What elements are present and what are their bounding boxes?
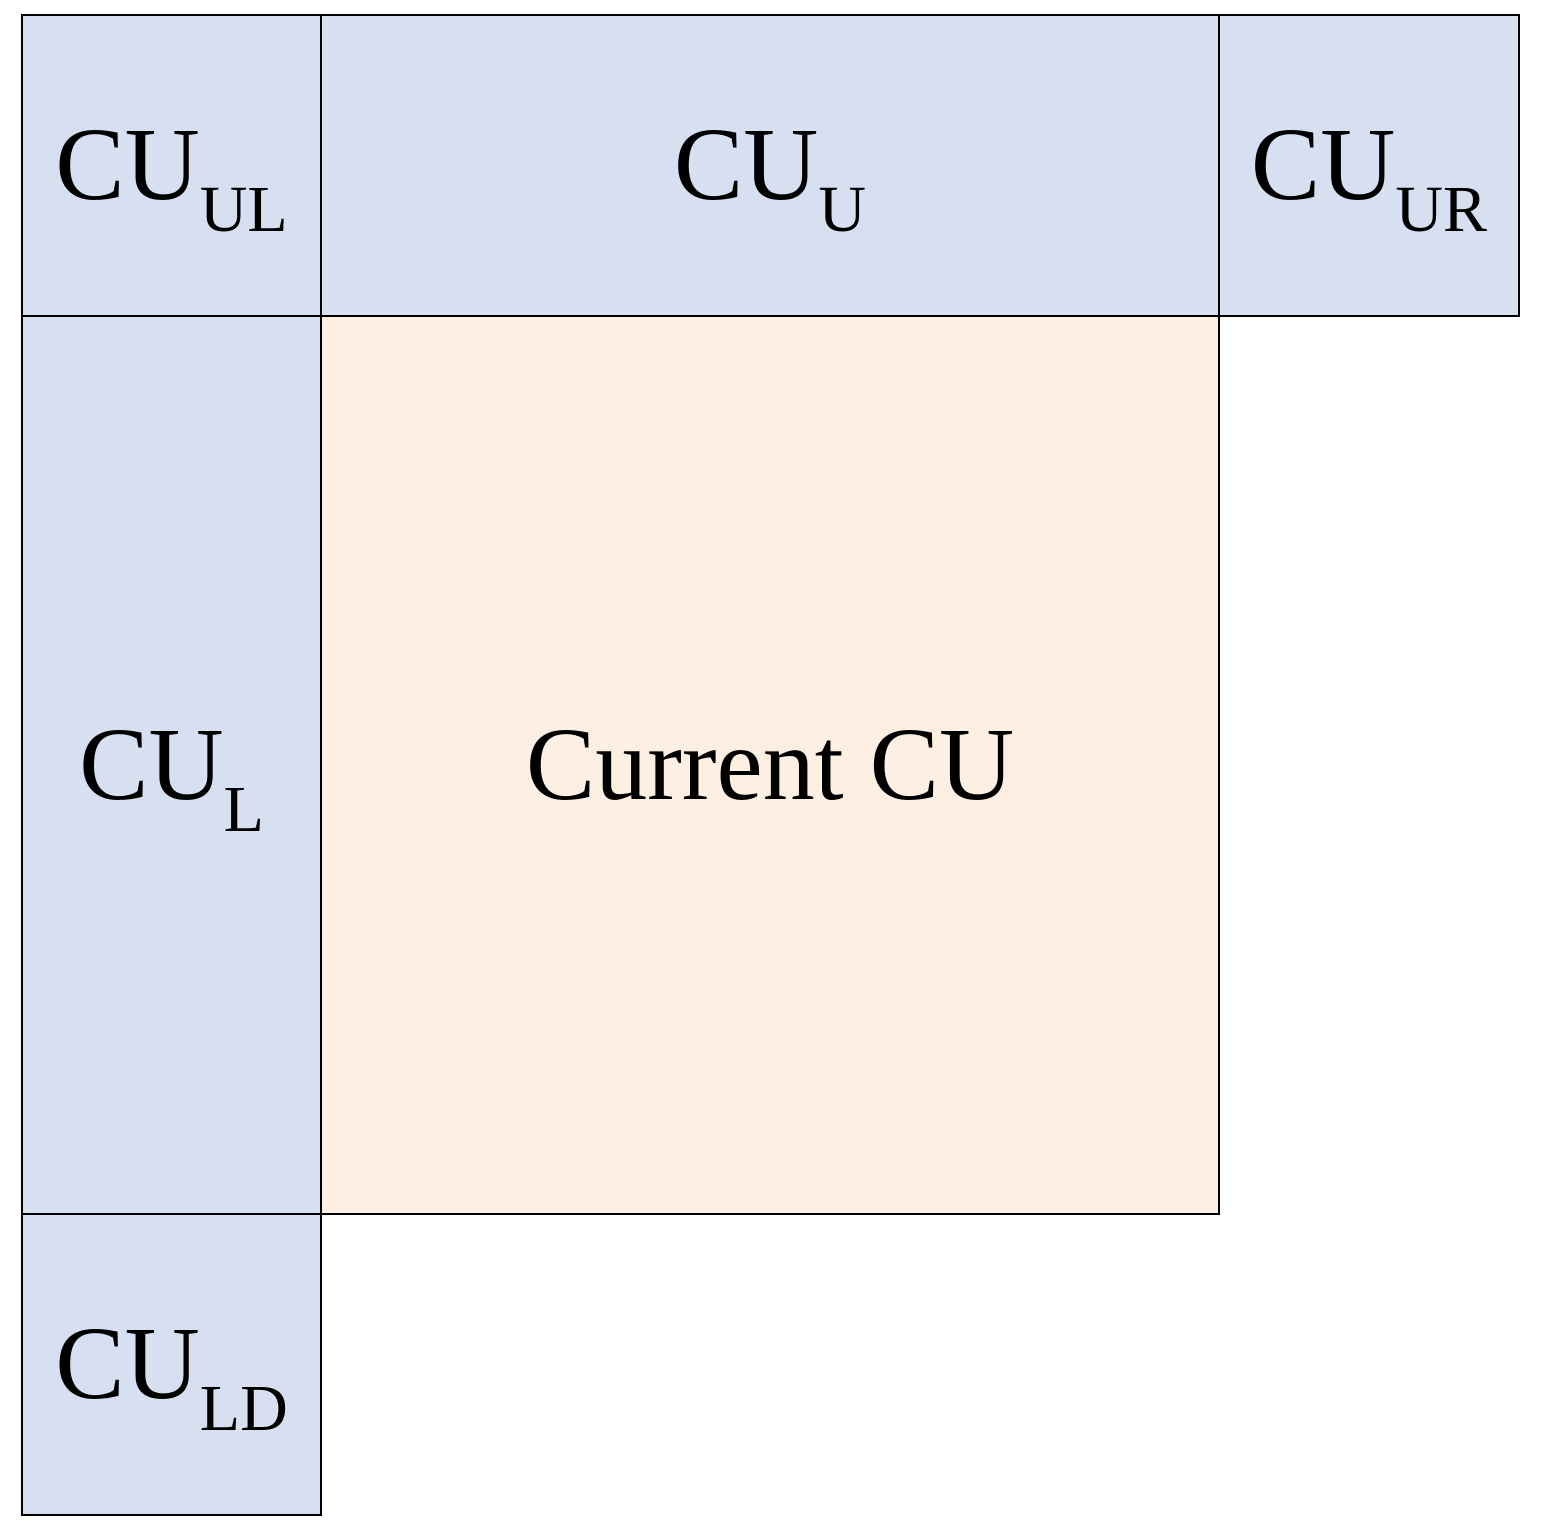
cell-cu-left: CUL bbox=[21, 315, 322, 1215]
cu-upper-right-subscript: UR bbox=[1395, 173, 1488, 247]
cu-upper-label: CUU bbox=[673, 107, 866, 243]
cell-cu-upper: CUU bbox=[320, 14, 1220, 317]
cu-upper-right-base: CU bbox=[1250, 107, 1396, 223]
cu-left-subscript: L bbox=[223, 772, 264, 846]
cu-lower-left-base: CU bbox=[55, 1306, 200, 1422]
cell-cu-upper-left: CUUL bbox=[21, 14, 322, 317]
cell-current-cu: Current CU bbox=[320, 315, 1220, 1215]
cu-lower-left-label: CULD bbox=[55, 1306, 287, 1442]
cell-cu-upper-right: CUUR bbox=[1218, 14, 1520, 317]
cu-upper-right-label: CUUR bbox=[1250, 107, 1487, 243]
cu-left-base: CU bbox=[79, 706, 224, 822]
cu-left-label: CUL bbox=[79, 706, 264, 842]
cu-upper-left-label: CUUL bbox=[55, 107, 287, 243]
current-cu-label: Current CU bbox=[525, 706, 1015, 822]
cu-lower-left-subscript: LD bbox=[199, 1372, 288, 1446]
cell-cu-lower-left: CULD bbox=[21, 1213, 322, 1516]
cu-upper-base: CU bbox=[673, 107, 819, 223]
cu-upper-left-subscript: UL bbox=[199, 173, 288, 247]
cu-upper-left-base: CU bbox=[55, 107, 200, 223]
cu-upper-subscript: U bbox=[818, 173, 867, 247]
